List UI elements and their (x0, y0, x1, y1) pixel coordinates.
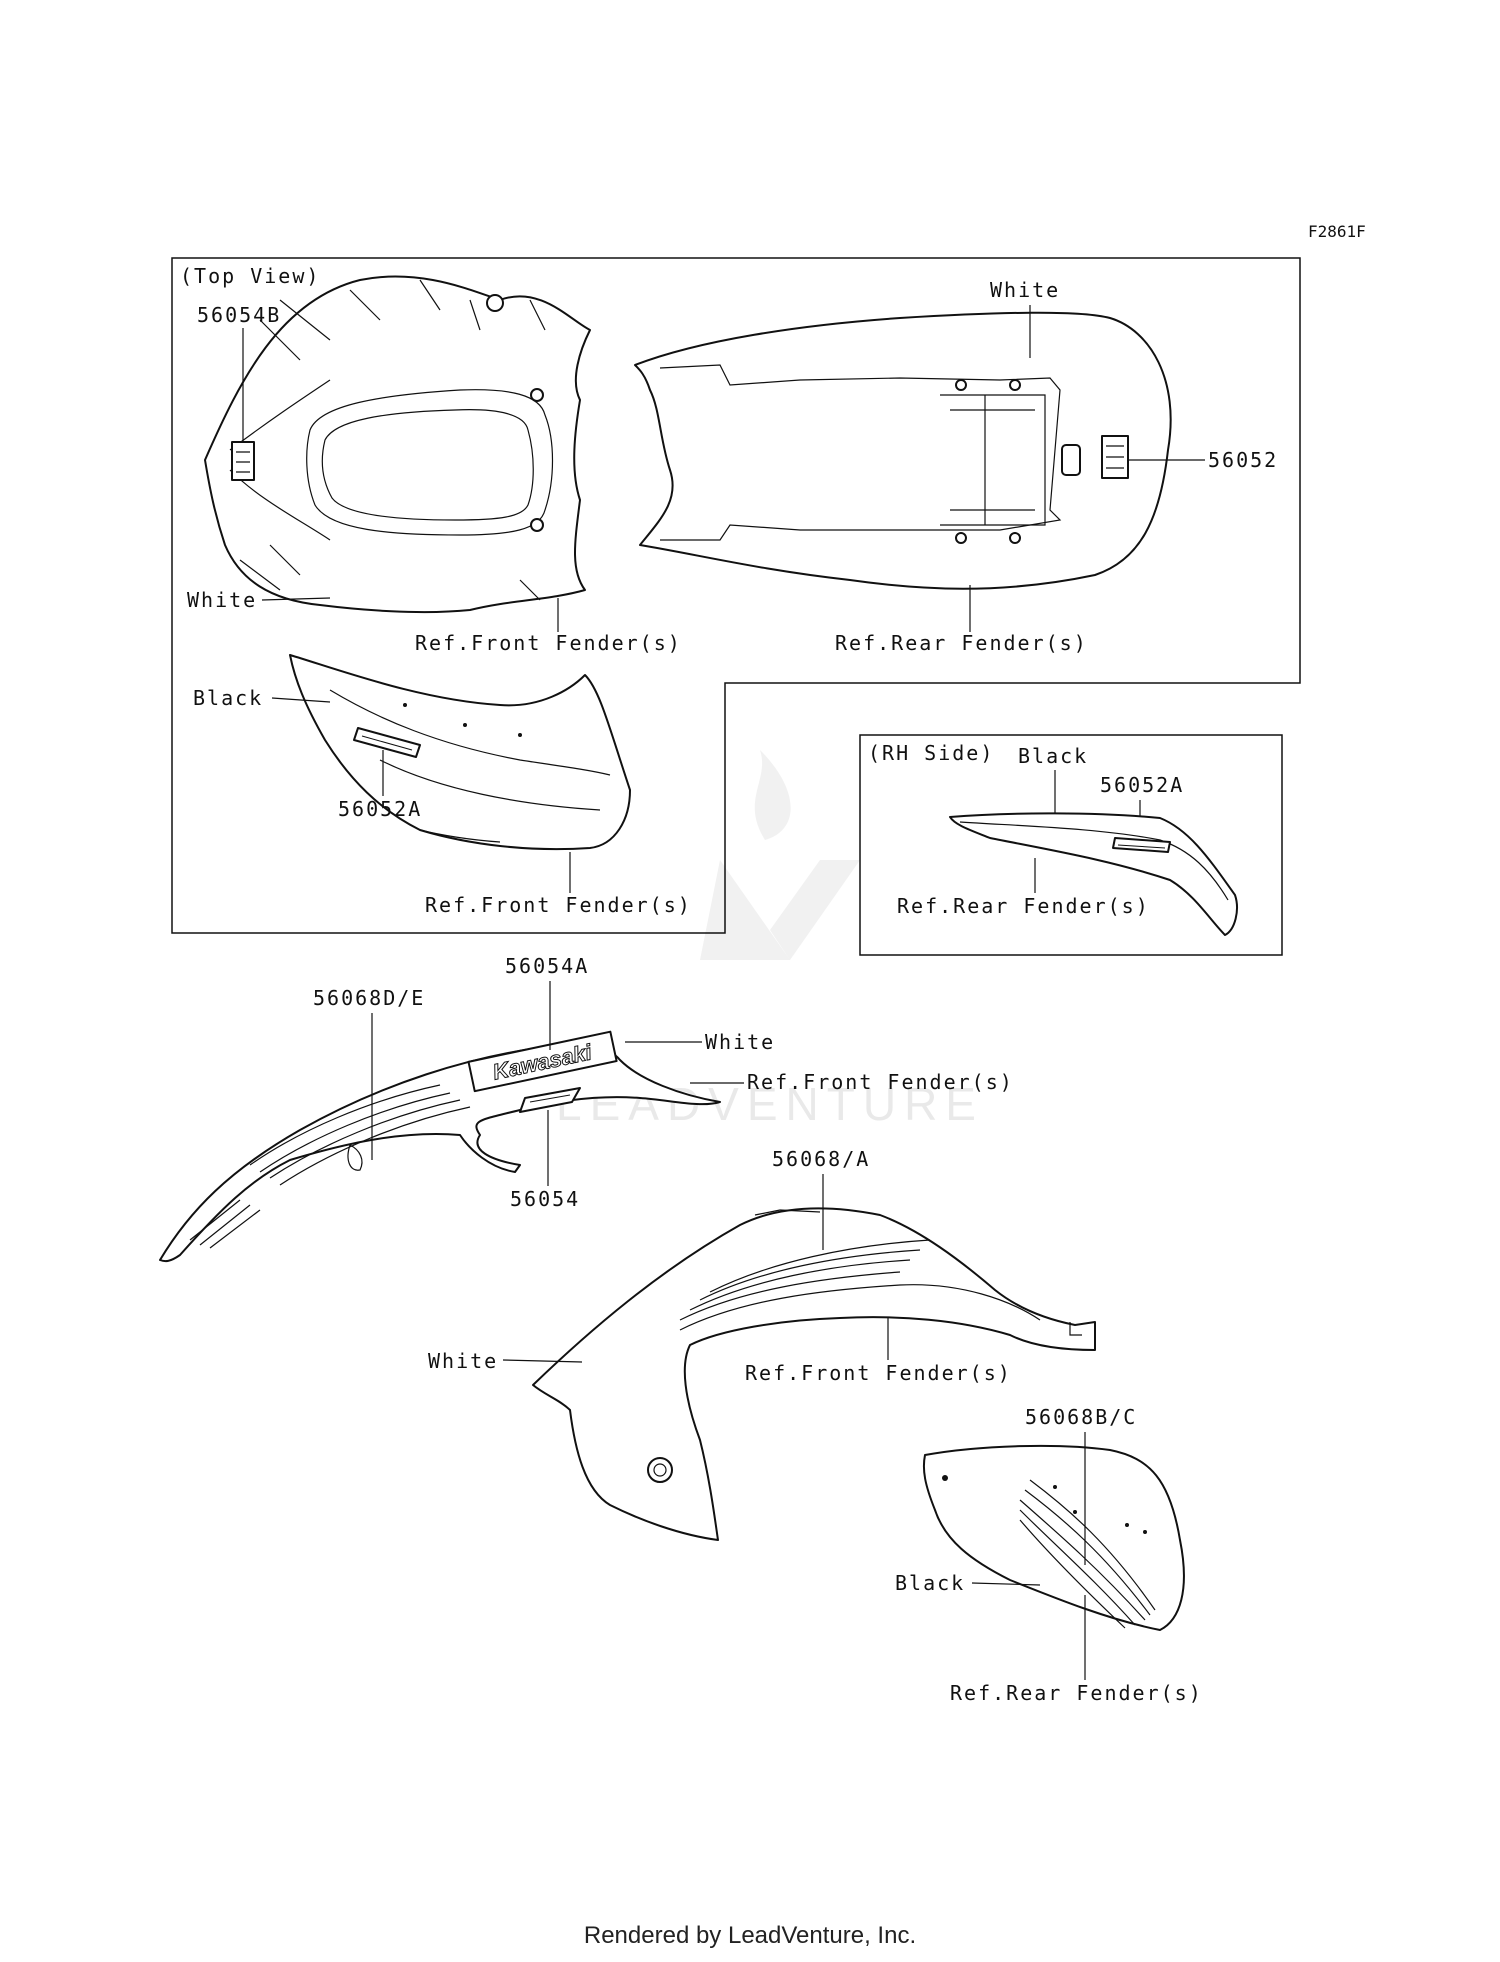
front-fender-left-outline (159, 1043, 721, 1263)
fender-dot-2 (463, 723, 467, 727)
label-56068A: 56068/A (772, 1147, 870, 1171)
leader-white-lower (502, 1359, 583, 1363)
ref-rear-fender-lower: Ref.Rear Fender(s) (950, 1681, 1203, 1705)
label-56052A-top: 56052A (338, 797, 422, 821)
front-fender-left-mount (347, 1144, 363, 1171)
decal-56052A-top-stripe (361, 735, 413, 751)
rear-fender-side (922, 1444, 1185, 1631)
decal-56068DE-tail-stripes (189, 1199, 261, 1249)
color-white-mid: White (705, 1030, 775, 1054)
front-fender-right-side (532, 1207, 1096, 1541)
fender-dot-3 (518, 733, 522, 737)
front-fender-nose-hole (486, 294, 504, 312)
footer-credit: Rendered by LeadVenture, Inc. (583, 1922, 917, 1949)
front-fender-right-tab (1069, 1322, 1082, 1336)
decal-56054 (519, 1087, 581, 1113)
front-fender-top-outline (204, 275, 591, 614)
top-view-panel: (Top View) 56054B White Ref.Front Fender… (171, 257, 1301, 934)
front-fender-right-outline (532, 1207, 1096, 1541)
label-56052A-rh: 56052A (1100, 773, 1184, 797)
label-56054: 56054 (510, 1187, 580, 1211)
ref-rear-fender-1: Ref.Rear Fender(s) (835, 631, 1088, 655)
rear-fender-rh-contour (959, 821, 1229, 901)
color-black-lower: Black (895, 1571, 965, 1595)
rear-fender-top-grab-rail (940, 394, 1046, 526)
rh-side-panel: (RH Side) Black 56052A Ref.Rear Fender(s… (859, 734, 1283, 956)
front-fender-top-recess-inner (321, 409, 534, 521)
label-56068BC: 56068B/C (1025, 1405, 1137, 1429)
leader-white-top-left (261, 597, 331, 601)
label-56068DE: 56068D/E (313, 986, 425, 1010)
front-fender-top-view (204, 275, 591, 614)
color-white-top-left: White (187, 588, 257, 612)
rear-bolt-3 (955, 532, 967, 544)
rear-fender-light-slot (1061, 444, 1081, 476)
front-fender-right-mount (647, 1457, 673, 1483)
front-fender-bolt-2 (530, 518, 544, 532)
label-56054B: 56054B (197, 303, 281, 327)
rear-fender-side-dot-4 (1125, 1523, 1129, 1527)
leader-black-lower (971, 1582, 1041, 1586)
decal-56054B-lines (236, 451, 250, 473)
rh-side-frame (859, 734, 1283, 956)
top-view-frame (171, 257, 1301, 934)
top-view-title: (Top View) (180, 264, 320, 288)
ref-front-fender-3: Ref.Front Fender(s) (747, 1070, 1014, 1094)
front-fender-side-small-contours (329, 689, 611, 843)
rear-fender-top-view (634, 311, 1172, 590)
rear-bolt-4 (1009, 532, 1021, 544)
rear-fender-top-frame (659, 364, 1062, 541)
leader-black-top (271, 697, 331, 703)
decal-56068BC-stripes (1019, 1479, 1156, 1629)
decal-56052-lines (1106, 445, 1124, 469)
decal-56054-stripe (529, 1094, 571, 1103)
rear-fender-side-dot-2 (1053, 1485, 1057, 1489)
color-black-rh: Black (1018, 744, 1088, 768)
rear-fender-side-dot-5 (1143, 1530, 1147, 1534)
rear-fender-side-dot-1 (942, 1475, 948, 1481)
ref-front-fender-1: Ref.Front Fender(s) (415, 631, 682, 655)
rear-bolt-2 (1009, 379, 1021, 391)
label-56054A: 56054A (505, 954, 589, 978)
rear-fender-side-outline (922, 1444, 1185, 1631)
decal-56054A-box (467, 1030, 618, 1093)
figure-code: F2861F (1308, 222, 1366, 241)
front-fender-side-small-outline (289, 654, 631, 851)
ref-rear-fender-rh: Ref.Rear Fender(s) (897, 894, 1150, 918)
rh-side-title: (RH Side) (868, 741, 994, 765)
ref-front-fender-4: Ref.Front Fender(s) (745, 1361, 1012, 1385)
front-fender-top-contours (229, 279, 546, 601)
rear-fender-top-outline (634, 311, 1172, 590)
front-fender-bolt-1 (530, 388, 544, 402)
rear-bolt-1 (955, 379, 967, 391)
decal-56068A-stripes (679, 1239, 1041, 1331)
rear-fender-side-dot-3 (1073, 1510, 1077, 1514)
front-fender-right-top-edge (754, 1209, 821, 1216)
label-56052: 56052 (1208, 448, 1278, 472)
ref-front-fender-2: Ref.Front Fender(s) (425, 893, 692, 917)
decal-56052A-rh-stripe (1117, 844, 1166, 849)
front-fender-side-small (289, 654, 631, 851)
decal-56054B (231, 441, 255, 481)
color-white-top-right: White (990, 278, 1060, 302)
front-fender-right-mount-inner (653, 1463, 667, 1477)
decal-56052A-rh (1112, 837, 1171, 853)
decal-56068DE-stripes (249, 1084, 471, 1186)
color-black-top: Black (193, 686, 263, 710)
color-white-lower: White (428, 1349, 498, 1373)
front-fender-top-recess (306, 389, 554, 536)
front-fender-left-side: Kawasaki (159, 1030, 721, 1263)
fender-dot-1 (403, 703, 407, 707)
